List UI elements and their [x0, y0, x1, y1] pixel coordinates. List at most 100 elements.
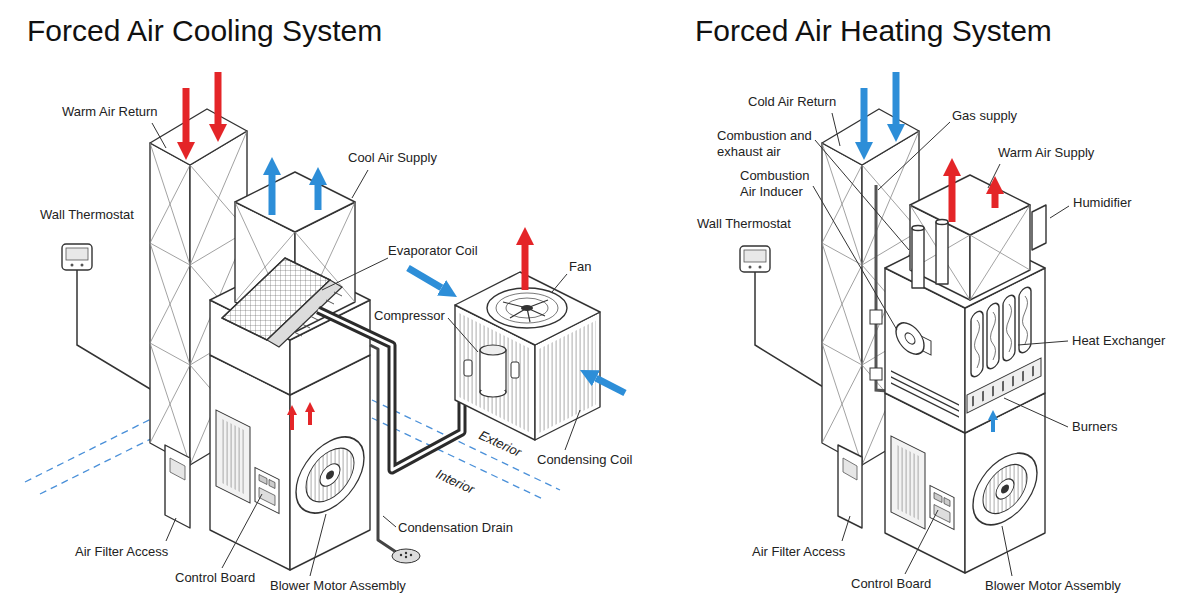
condenser-fan: [487, 288, 567, 328]
part-label: Compressor: [374, 308, 445, 324]
part-label: Control Board: [175, 570, 255, 586]
cooling-system: [25, 72, 625, 576]
airflow-arrow: [864, 72, 995, 432]
airflow-arrow: [269, 175, 276, 215]
condensation-drain: [400, 554, 402, 556]
compressor: [481, 352, 505, 390]
blower-wheel: [973, 441, 1037, 537]
airflow-arrow: [522, 245, 529, 290]
part-label: Blower Motor Assembly: [985, 578, 1121, 594]
blower-cabinet: [259, 475, 267, 485]
wall-thermostat: [749, 266, 752, 269]
return-duct: [822, 143, 862, 465]
combustion-inducer: [891, 371, 959, 417]
part-label: Burners: [1072, 419, 1118, 435]
panel-title: Forced Air Cooling System: [27, 14, 382, 48]
compressor: [464, 360, 472, 376]
refrigerant-line: [318, 310, 462, 470]
airflow-arrow: [408, 268, 442, 288]
blower-wheel: [996, 476, 1014, 503]
supply-duct: [910, 175, 1030, 235]
furnace-cabinet: [891, 436, 954, 544]
part-label: Air Filter Access: [75, 544, 168, 560]
blower-wheel: [296, 424, 364, 526]
part-label: Warm Air Supply: [998, 145, 1094, 161]
airflow-arrow: [596, 378, 625, 393]
part-label: Condensing Coil: [537, 452, 632, 468]
compressor: [480, 350, 506, 392]
leader-line: [152, 123, 580, 576]
wall-thermostat: [71, 264, 74, 267]
blower-wheel: [1001, 483, 1009, 495]
part-label: Combustion Air Inducer: [740, 168, 820, 200]
blower-cabinet: [259, 488, 275, 506]
part-label: Blower Motor Assembly: [270, 578, 406, 594]
part-label: Gas supply: [952, 108, 1017, 124]
airflow-arrow: [186, 72, 625, 430]
heat-exchanger: [975, 295, 1028, 370]
return-duct: [150, 109, 247, 165]
part-label: Evaporator Coil: [388, 243, 478, 259]
air-filter-panel: [838, 445, 862, 528]
exhaust-pipe: [912, 226, 924, 231]
condensation-drain: [370, 345, 396, 552]
wall-thermostat: [744, 250, 766, 262]
combustion-inducer: [896, 318, 924, 360]
return-duct: [150, 143, 190, 465]
heat-exchanger: [967, 280, 1041, 413]
part-label: Humidifier: [1073, 195, 1132, 211]
part-label: Wall Thermostat: [697, 216, 791, 232]
return-duct: [822, 109, 919, 165]
condensation-drain: [405, 552, 407, 554]
blower-cabinet: [269, 480, 275, 489]
blower-cabinet: [220, 418, 246, 495]
condenser-unit: [539, 321, 596, 434]
condenser-fan: [521, 305, 533, 311]
condenser-unit: [459, 313, 531, 433]
wall-thermostat: [740, 246, 770, 272]
supply-duct: [910, 175, 1046, 300]
compressor: [480, 345, 506, 355]
blower-wheel: [320, 460, 340, 490]
heat-exchanger: [967, 358, 1041, 413]
air-filter-panel: [838, 445, 862, 528]
compressor: [464, 345, 519, 397]
condenser-unit: [539, 321, 596, 434]
furnace-cabinet: [934, 493, 942, 503]
return-duct: [150, 143, 190, 465]
blower-cabinet: [216, 410, 250, 503]
control-board: [255, 468, 279, 514]
part-label: Combustion and exhaust air: [717, 128, 817, 160]
control-board: [930, 486, 954, 530]
air-filter-panel: [170, 458, 185, 480]
blower-cabinet: [216, 410, 279, 518]
combustion-inducer: [905, 331, 915, 346]
blower-wheel: [983, 456, 1027, 522]
airflow-arrow: [991, 420, 995, 432]
supply-duct: [910, 205, 970, 300]
condensation-drain: [405, 556, 407, 558]
part-label: Cold Air Return: [748, 94, 836, 110]
airflow-arrow: [183, 88, 190, 142]
return-duct: [822, 143, 862, 465]
gas-pipe: [870, 310, 882, 324]
leader-line: [813, 113, 1069, 576]
airflow-arrow: [315, 185, 322, 210]
wall-thermostat: [759, 266, 762, 269]
supply-duct: [235, 172, 355, 232]
condenser-fan: [496, 293, 558, 323]
part-label: Control Board: [851, 576, 931, 592]
panel-title: Forced Air Heating System: [695, 14, 1052, 48]
wall-thermostat: [740, 246, 770, 272]
return-duct: [150, 143, 190, 465]
exhaust-pipe: [936, 220, 948, 225]
evaporator-coil: [222, 258, 342, 347]
condensation-drain: [392, 549, 420, 563]
part-label: Fan: [569, 259, 591, 275]
blower-wheel: [306, 439, 354, 511]
refrigerant-line: [318, 310, 462, 470]
heat-exchanger: [973, 366, 1033, 406]
heat-exchanger: [971, 309, 983, 379]
zone-label: Interior: [433, 466, 476, 498]
supply-duct: [970, 205, 1030, 300]
